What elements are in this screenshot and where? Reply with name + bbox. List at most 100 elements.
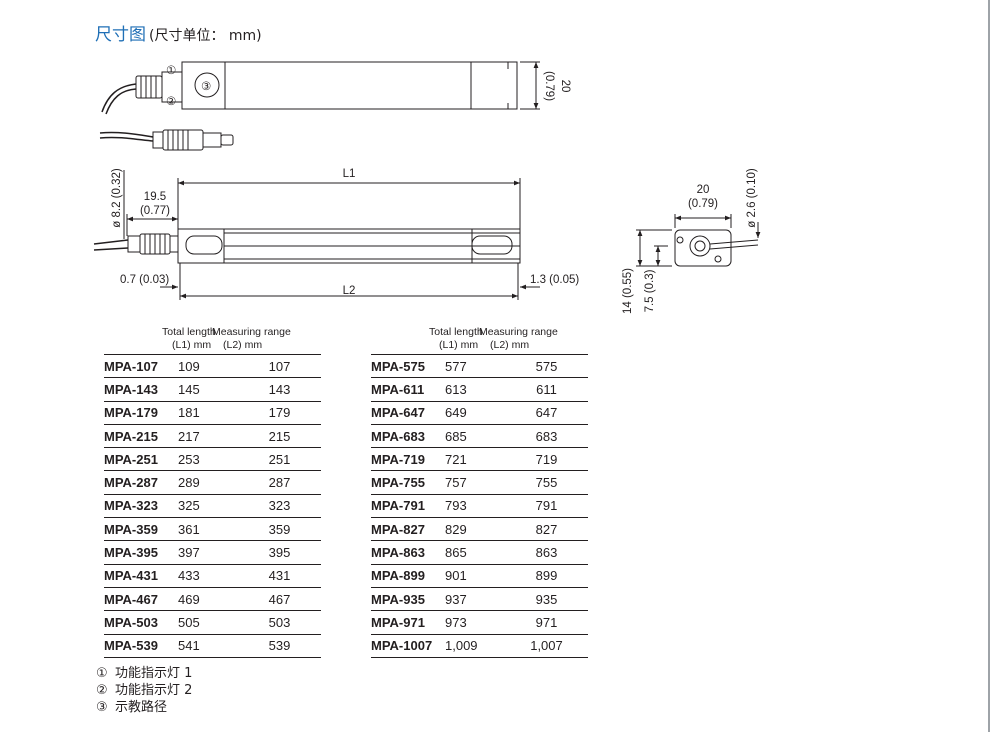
measuring-range-cell: 611 xyxy=(505,377,588,402)
legend-num: ③ xyxy=(96,700,108,715)
model-cell: MPA-755 xyxy=(371,470,445,495)
model-cell: MPA-827 xyxy=(371,517,445,542)
total-length-cell: 937 xyxy=(445,587,505,612)
total-length-cell: 181 xyxy=(178,401,238,425)
header-measuring-range-line2: (L2) mm xyxy=(223,339,263,351)
model-cell: MPA-611 xyxy=(371,377,445,402)
total-length-cell: 433 xyxy=(178,564,238,588)
callout-3: ③ xyxy=(201,81,211,93)
model-cell: MPA-107 xyxy=(104,354,178,379)
dimension-drawing: ① ② ③ 20 (0.79) L1 19.5 (0.77) ø 8.2 (0.… xyxy=(93,61,761,314)
measuring-range-cell: 179 xyxy=(238,401,321,425)
measuring-range-cell: 431 xyxy=(238,564,321,588)
total-length-cell: 865 xyxy=(445,540,505,565)
end-width-mm: 20 xyxy=(697,184,710,196)
model-cell: MPA-683 xyxy=(371,424,445,449)
measuring-range-cell: 107 xyxy=(238,354,321,379)
header-total-length-line2: (L1) mm xyxy=(172,339,212,351)
model-cell: MPA-503 xyxy=(104,610,178,635)
model-table-right: Total length (L1) mm Measuring range (L2… xyxy=(371,326,588,658)
measuring-range-cell: 971 xyxy=(505,610,588,635)
sensor-body-top xyxy=(181,61,518,110)
model-cell: MPA-791 xyxy=(371,494,445,519)
model-cell: MPA-863 xyxy=(371,540,445,565)
model-cell: MPA-935 xyxy=(371,587,445,612)
total-length-cell: 577 xyxy=(445,354,505,379)
model-cell: MPA-215 xyxy=(104,424,178,449)
measuring-range-cell: 395 xyxy=(238,540,321,565)
callout-2: ② xyxy=(166,96,176,108)
model-cell: MPA-971 xyxy=(371,610,445,635)
model-cell: MPA-287 xyxy=(104,470,178,495)
total-length-cell: 901 xyxy=(445,564,505,588)
end-height: 14 (0.55) xyxy=(622,268,634,314)
measuring-range-cell: 935 xyxy=(505,587,588,612)
header-total-length: Total length (L1) mm xyxy=(162,326,238,355)
height-mm: 20 xyxy=(559,80,571,93)
measuring-range-cell: 899 xyxy=(505,564,588,588)
model-cell: MPA-719 xyxy=(371,447,445,472)
model-cell: MPA-899 xyxy=(371,564,445,588)
header-total-length-line1: Total length xyxy=(162,326,216,338)
header-measuring-range-line2: (L2) mm xyxy=(490,339,530,351)
measuring-range-cell: 647 xyxy=(505,401,588,425)
model-table-left: Total length (L1) mm Measuring range (L2… xyxy=(104,326,321,658)
measuring-range-cell: 467 xyxy=(238,587,321,612)
header-measuring-range: Measuring range (L2) mm xyxy=(479,326,588,355)
end-view-connector xyxy=(689,235,711,257)
cable-diameter: ø 8.2 (0.32) xyxy=(111,168,123,228)
right-gap: 1.3 (0.05) xyxy=(530,274,579,286)
total-length-cell: 973 xyxy=(445,610,505,635)
model-cell: MPA-395 xyxy=(104,540,178,565)
total-length-cell: 829 xyxy=(445,517,505,542)
legend-text: 示教路径 xyxy=(115,700,168,715)
model-cell: MPA-143 xyxy=(104,377,178,402)
measuring-range-cell: 359 xyxy=(238,517,321,542)
measuring-range-cell: 755 xyxy=(505,470,588,495)
top-cable xyxy=(101,83,137,113)
total-length-cell: 757 xyxy=(445,470,505,495)
offset-in: (0.77) xyxy=(140,205,170,217)
title-unit-note: (尺寸单位： mm) xyxy=(149,28,262,44)
total-length-cell: 361 xyxy=(178,517,238,542)
legend-num: ① xyxy=(96,666,108,681)
header-measuring-range: Measuring range (L2) mm xyxy=(212,326,321,355)
total-length-cell: 685 xyxy=(445,424,505,449)
model-cell: MPA-1007 xyxy=(371,634,445,658)
height-in: (0.79) xyxy=(543,71,555,101)
total-length-cell: 721 xyxy=(445,447,505,472)
callout-1: ① xyxy=(166,65,176,77)
model-cell: MPA-359 xyxy=(104,517,178,542)
header-total-length-line1: Total length xyxy=(429,326,483,338)
total-length-cell: 109 xyxy=(178,354,238,379)
measuring-range-cell: 827 xyxy=(505,517,588,542)
model-cell: MPA-539 xyxy=(104,634,178,658)
header-measuring-range-line1: Measuring range xyxy=(212,326,291,338)
total-length-cell: 397 xyxy=(178,540,238,565)
page-title: 尺寸图(尺寸单位： mm) xyxy=(95,20,262,45)
total-length-cell: 541 xyxy=(178,634,238,658)
measuring-range-cell: 1,007 xyxy=(505,634,588,658)
total-length-cell: 469 xyxy=(178,587,238,612)
measuring-range-cell: 539 xyxy=(238,634,321,658)
